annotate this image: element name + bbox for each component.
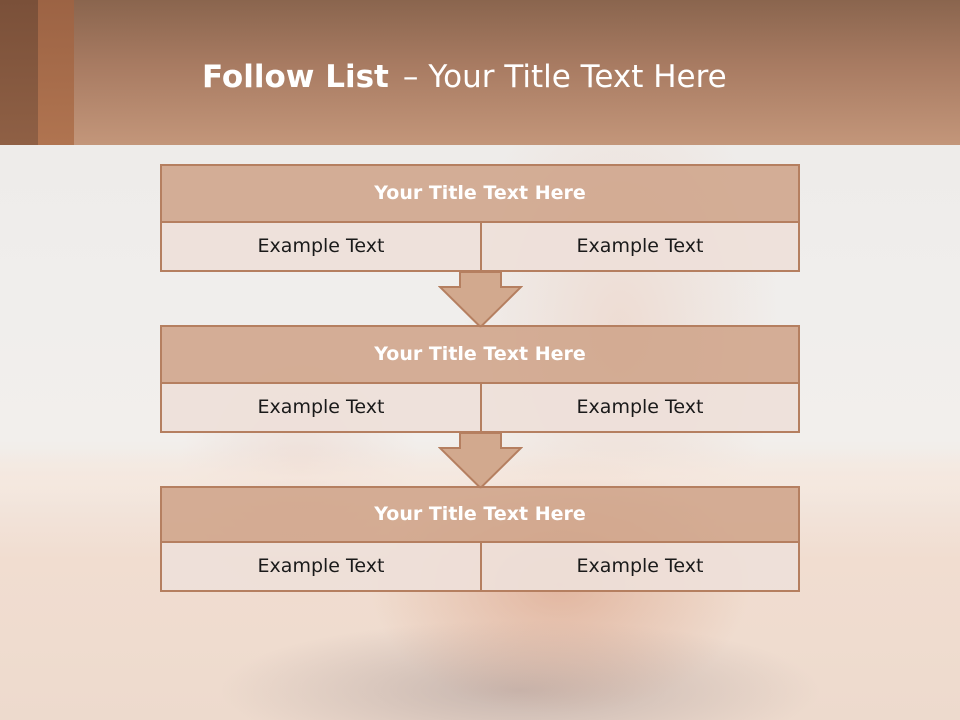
- flow-block-title: Your Title Text Here: [160, 164, 800, 223]
- flow-block-3: Your Title Text Here Example Text Exampl…: [160, 486, 800, 592]
- flow-block-2: Your Title Text Here Example Text Exampl…: [160, 325, 800, 433]
- flow-block-1: Your Title Text Here Example Text Exampl…: [160, 164, 800, 272]
- title-rest: Your Title Text Here: [428, 59, 727, 95]
- page-title: Follow List–Your Title Text Here: [202, 52, 727, 102]
- flow-block-title: Your Title Text Here: [160, 325, 800, 384]
- flow-block-right-text: Example Text: [480, 382, 800, 433]
- header-band: Follow List–Your Title Text Here: [0, 0, 960, 145]
- flow-block-right-text: Example Text: [480, 221, 800, 272]
- header-accent-dark: [0, 0, 38, 145]
- down-arrow-icon: [438, 271, 523, 328]
- flow-block-left-text: Example Text: [160, 541, 482, 592]
- flow-block-left-text: Example Text: [160, 382, 482, 433]
- down-arrow-icon: [438, 432, 523, 489]
- flow-block-right-text: Example Text: [480, 541, 800, 592]
- title-bold: Follow List: [202, 59, 389, 95]
- flow-block-left-text: Example Text: [160, 221, 482, 272]
- header-accent-light: [38, 0, 74, 145]
- title-separator: –: [402, 59, 419, 95]
- flow-block-title: Your Title Text Here: [160, 486, 800, 543]
